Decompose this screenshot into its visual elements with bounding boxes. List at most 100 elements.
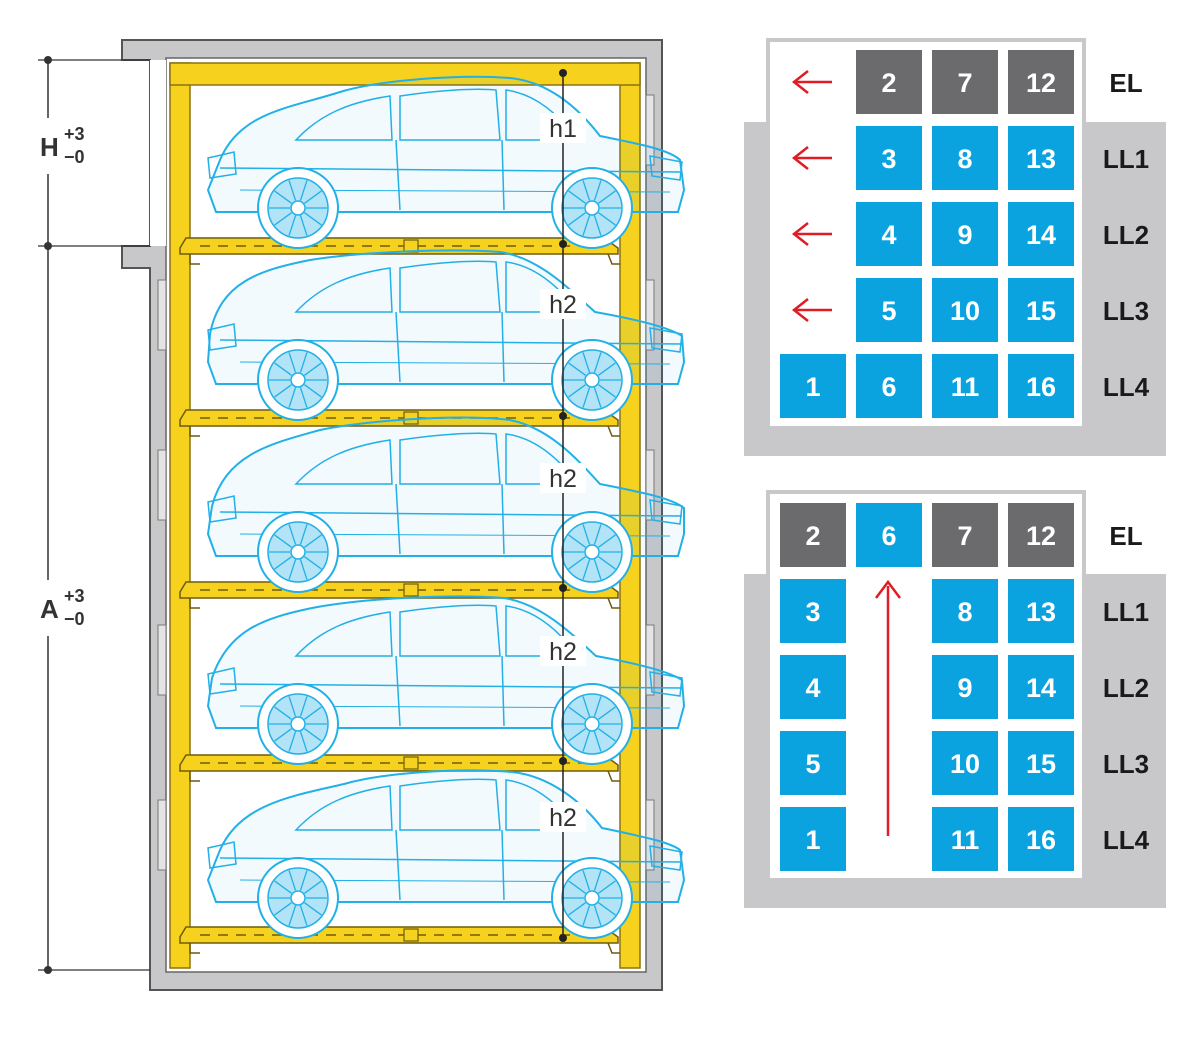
wall-anchor [645, 449, 655, 521]
slot-number: 2 [805, 521, 820, 551]
wall-anchor [645, 279, 655, 351]
slot-number: 5 [881, 296, 896, 326]
car-side-icon [206, 249, 686, 421]
level-label: LL2 [1103, 220, 1149, 250]
parking-slot [932, 354, 998, 418]
parking-slot [1008, 50, 1074, 114]
cars [206, 75, 686, 939]
height-node [559, 584, 567, 592]
dim-h-sub: −0 [64, 147, 85, 167]
slot-number: 5 [805, 749, 820, 779]
slot-number: 9 [957, 673, 972, 703]
level-label: LL3 [1103, 749, 1149, 779]
dim-a-sup: +3 [64, 586, 85, 606]
height-node [559, 412, 567, 420]
height-label: h2 [549, 804, 577, 832]
slot-number: 16 [1026, 825, 1056, 855]
parking-slot [856, 354, 922, 418]
parking-slot [780, 731, 846, 795]
wall-anchor [157, 799, 167, 871]
height-label: h1 [549, 115, 577, 143]
slot-number: 11 [951, 372, 980, 402]
slot-number: 14 [1026, 673, 1056, 703]
dim-h-letter: H [40, 132, 59, 162]
arrow-left-icon [791, 222, 832, 246]
slot-number: 3 [881, 144, 896, 174]
car-side-icon [206, 595, 686, 765]
dim-a-sub: −0 [64, 609, 85, 629]
slot-number: 12 [1026, 521, 1056, 551]
wall-anchor [645, 799, 655, 871]
wall-anchors [157, 94, 655, 871]
slot-number: 9 [957, 220, 972, 250]
parking-slot [1008, 126, 1074, 190]
plan-bottom-frame [766, 490, 1086, 882]
parking-slot [1008, 731, 1074, 795]
slot-number: 2 [881, 68, 896, 98]
slot-number: 16 [1026, 372, 1056, 402]
level-label: LL4 [1103, 825, 1150, 855]
slot-number: 8 [957, 144, 972, 174]
level-label: LL2 [1103, 673, 1149, 703]
parking-slot [932, 579, 998, 643]
parking-slot [932, 731, 998, 795]
slot-number: 1 [805, 825, 820, 855]
level-label: EL [1109, 68, 1142, 98]
slot-number: 10 [950, 296, 980, 326]
parking-slot [1008, 354, 1074, 418]
slot-number: 7 [957, 521, 972, 551]
wall-anchor [157, 624, 167, 696]
slot-number: 10 [950, 749, 980, 779]
parking-slot [932, 655, 998, 719]
level-label: LL4 [1103, 372, 1150, 402]
slot-number: 7 [957, 68, 972, 98]
slot-number: 8 [957, 597, 972, 627]
parking-slot [932, 278, 998, 342]
parking-slot [932, 126, 998, 190]
height-label: h2 [549, 465, 577, 493]
slot-number: 14 [1026, 220, 1056, 250]
parking-slot [856, 278, 922, 342]
wall-anchor [645, 94, 655, 166]
parking-slot [1008, 655, 1074, 719]
slot-number: 6 [881, 521, 896, 551]
dim-h-sup: +3 [64, 124, 85, 144]
dimension-A: A +3 −0 [40, 586, 85, 629]
height-node [559, 69, 567, 77]
height-node [559, 757, 567, 765]
arrow-left-icon [791, 146, 832, 170]
parking-slot [932, 807, 998, 871]
height-label: h2 [549, 638, 577, 666]
slot-number: 13 [1026, 597, 1056, 627]
parking-slot [780, 503, 846, 567]
dimension-lines [30, 56, 150, 974]
plan-top-arrows [791, 70, 832, 322]
slot-number: 15 [1026, 296, 1056, 326]
wall-anchor [645, 624, 655, 696]
parking-slot [932, 50, 998, 114]
frame-post-left [169, 62, 191, 969]
arrow-left-icon [791, 298, 832, 322]
arrow-up-icon [875, 579, 901, 836]
parking-slot [856, 50, 922, 114]
dimension-H: H +3 −0 [40, 124, 85, 167]
level-label: LL1 [1103, 144, 1149, 174]
parking-slot [1008, 503, 1074, 567]
parking-slot [780, 655, 846, 719]
slot-number: 1 [805, 372, 820, 402]
wall-anchor [157, 279, 167, 351]
slot-number: 4 [881, 220, 896, 250]
slot-number: 12 [1026, 68, 1056, 98]
parking-slot [1008, 807, 1074, 871]
dim-a-letter: A [40, 594, 59, 624]
slot-number: 4 [805, 673, 820, 703]
upper-opening [150, 60, 166, 246]
parking-slot [780, 354, 846, 418]
parking-slot [780, 807, 846, 871]
